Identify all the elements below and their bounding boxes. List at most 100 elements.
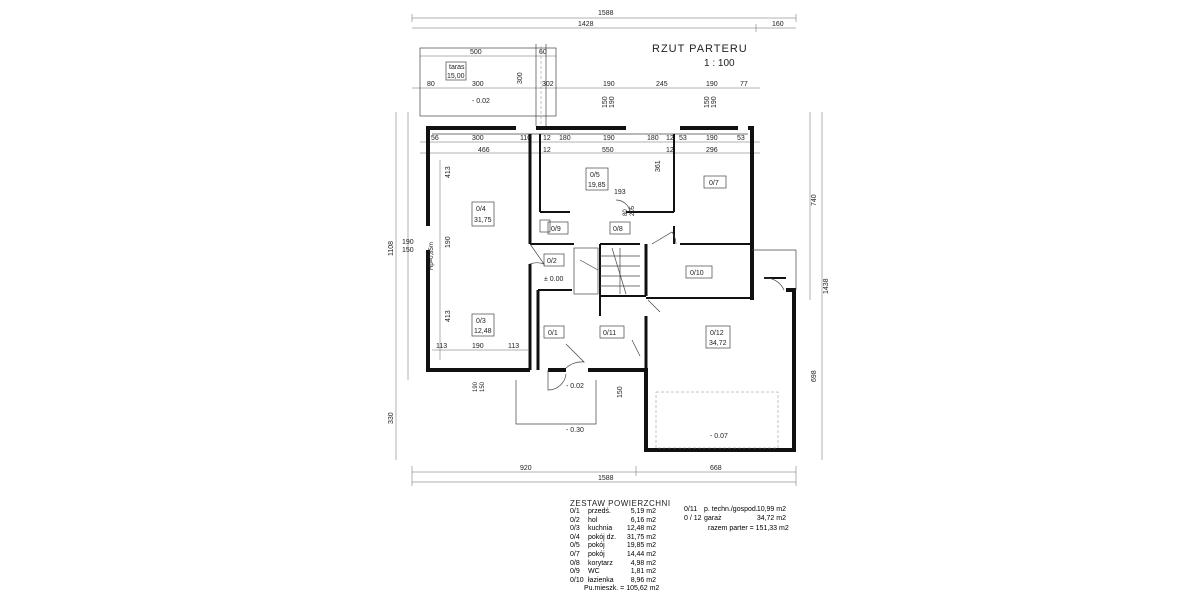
summary-row-name: kuchnia [588, 525, 613, 533]
summary-row-code: 0/5 [570, 542, 580, 550]
dim-bottom-1588: 1588 [598, 475, 614, 482]
plan-title: RZUT PARTERU [652, 43, 748, 55]
bottom-dimensions: 920 668 1588 [411, 380, 797, 486]
dim-win-4: 190 [711, 96, 718, 108]
summary-total: Pu.mieszk. = 105,62 m2 [584, 585, 660, 592]
dim-right-1438: 1438 [823, 278, 830, 294]
summary-heading: ZESTAW POWIERZCHNI [570, 499, 671, 508]
dim-left-190b: 190 [445, 236, 452, 248]
summary-extra-code: 0 / 12 [684, 515, 702, 522]
summary-row-value: 5,19 m2 [630, 508, 656, 515]
dim-vert-300: 300 [517, 72, 524, 84]
dim-r3-4: 296 [706, 147, 718, 154]
dim-r1-2: 302 [542, 81, 554, 88]
dim-top-160: 160 [772, 21, 784, 28]
dim-r2-10: 53 [737, 135, 745, 142]
dim-left-413a: 413 [445, 166, 452, 178]
summary-row-code: 0/4 [570, 533, 580, 541]
dim-113b: 113 [508, 343, 519, 350]
staircase [573, 247, 640, 295]
left-dimensions: 1108 330 190 150 413 190 413 Hp=0,85m [388, 112, 452, 460]
summary-row-value: 1,81 m2 [630, 568, 656, 576]
interior-walls [528, 134, 797, 449]
dim-r1-5: 190 [706, 81, 718, 88]
summary-row-code: 0/3 [570, 525, 580, 533]
summary-row-value: 14,44 m2 [626, 551, 656, 558]
level-entrance: - 0.02 [566, 383, 584, 390]
dim-r1-4: 245 [656, 81, 668, 88]
summary-extra-name: p. techn./gospod. [704, 506, 758, 513]
room-code: 0/10 [690, 270, 704, 277]
dim-r2-4: 180 [559, 135, 571, 142]
room-code: 0/1 [548, 330, 558, 337]
room-code: 0/5 [590, 172, 600, 179]
dim-205: 205 [630, 205, 636, 216]
dim-r1-0: 80 [427, 81, 435, 88]
dim-r2-1: 300 [472, 135, 484, 142]
summary-row-value: 19,85 m2 [626, 542, 656, 550]
dim-r1-1: 300 [472, 81, 484, 88]
room-code: 0/12 [710, 330, 724, 337]
dim-r3-1: 12 [543, 147, 551, 154]
room-area: 31,75 [474, 217, 492, 224]
summary-row-name: przedś. [588, 508, 611, 515]
dim-r2-2: 110 [520, 135, 531, 142]
summary-grand-total: razem parter = 151,33 m2 [708, 525, 789, 532]
room-area: 12,48 [474, 328, 492, 335]
dim-top-60: 60 [539, 49, 547, 56]
room-area: 19,85 [588, 182, 606, 189]
dim-150a: 190 [473, 381, 479, 392]
dim-r2-7: 12 [666, 135, 674, 142]
dim-win-3: 150 [704, 96, 711, 108]
room-labels: 0/4 31,75 0/5 19,85 0/7 0/9 0/8 0/2 0/10… [471, 167, 731, 349]
dim-113a: 113 [436, 343, 447, 350]
summary-row-code: 0/10 [570, 576, 584, 584]
dim-150b: 150 [480, 381, 486, 392]
dim-361: 361 [655, 160, 662, 172]
dim-right-698: 698 [811, 370, 818, 382]
summary-row-value: 12,48 m2 [626, 525, 656, 533]
summary-extra-value: 34,72 m2 [756, 515, 786, 522]
summary-row-name: pokój dz. [588, 533, 617, 541]
level-terrace: - 0.02 [472, 98, 490, 105]
dim-win-2: 190 [609, 96, 616, 108]
dim-top-500: 500 [470, 49, 482, 56]
dim-r2-5: 190 [603, 135, 615, 142]
dim-right-740: 740 [811, 194, 818, 206]
dim-r2-8: 53 [679, 135, 687, 142]
dim-r2-3: 12 [543, 135, 551, 142]
room-code: 0/2 [547, 258, 557, 265]
terrace-label: taras [449, 64, 465, 71]
room-code: 0/3 [476, 318, 486, 325]
summary-row-value: 6,16 m2 [630, 516, 656, 524]
summary-row-code: 0/8 [570, 559, 580, 567]
dim-r2-9: 190 [706, 135, 718, 142]
dim-bottom-668: 668 [710, 465, 722, 472]
dim-r3-2: 550 [602, 147, 614, 154]
summary-row-name: WC [588, 568, 600, 576]
summary-row-name: hol [588, 516, 598, 524]
dim-r1-6: 77 [740, 81, 748, 88]
summary-row-code: 0/9 [570, 568, 580, 576]
dim-hp: Hp=0,85m [429, 242, 435, 270]
room-code: 0/4 [476, 206, 486, 213]
summary-extra-code: 0/11 [684, 506, 698, 513]
terrace-area: 15,00 [447, 73, 465, 80]
summary-row-name: łazienka [588, 576, 614, 584]
area-summary: ZESTAW POWIERZCHNI [560, 496, 810, 600]
dim-left-150: 150 [402, 247, 414, 254]
dim-r1-3: 190 [603, 81, 615, 88]
dim-80: 80 [623, 209, 629, 216]
summary-row-code: 0/2 [570, 516, 580, 524]
room-code: 0/9 [551, 226, 561, 233]
dim-left-330: 330 [388, 412, 395, 424]
room-code: 0/7 [709, 180, 719, 187]
summary-row-value: 31,75 m2 [626, 533, 656, 541]
summary-row-name: pokój [588, 542, 605, 550]
summary-row-value: 4,98 m2 [630, 559, 656, 567]
dim-190c: 190 [472, 343, 484, 350]
summary-row-name: pokój [588, 551, 605, 558]
dim-r2-6: 180 [647, 135, 659, 142]
level-hall: ± 0.00 [544, 276, 564, 283]
